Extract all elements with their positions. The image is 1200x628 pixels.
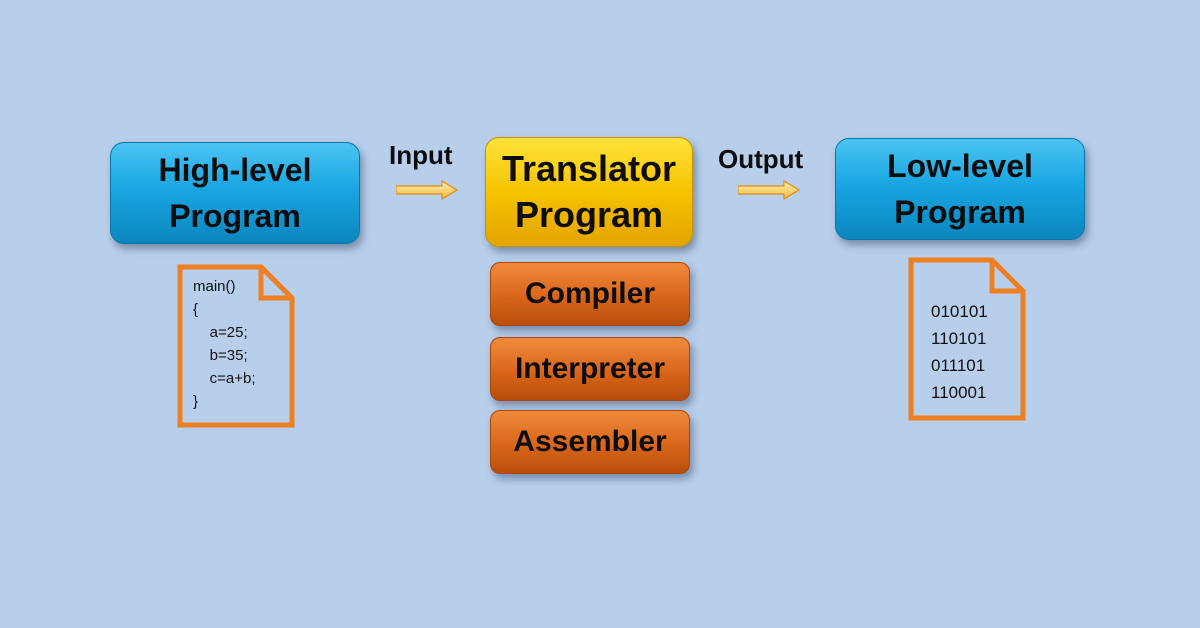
- binary-code-line: 010101: [931, 302, 988, 321]
- source-code-block: main() { a=25; b=35; c=a+b; }: [193, 275, 256, 413]
- source-code-line: c=a+b;: [193, 370, 256, 387]
- source-document-icon: [177, 264, 295, 428]
- assembler-box: Assembler: [490, 410, 690, 474]
- source-code-line: a=25;: [193, 324, 248, 341]
- output-arrow-icon: [738, 180, 800, 200]
- source-code-line: main(): [193, 278, 236, 295]
- compiler-box: Compiler: [490, 262, 690, 326]
- binary-document-icon: [908, 257, 1026, 421]
- low-level-program-box: Low-level Program: [835, 138, 1085, 240]
- translator-program-line2: Program: [514, 194, 664, 235]
- input-arrow-icon: [396, 180, 458, 200]
- input-label: Input: [389, 140, 453, 170]
- binary-code-line: 110001: [931, 383, 987, 402]
- source-code-line: b=35;: [193, 347, 248, 364]
- high-level-program-line2: Program: [169, 198, 301, 234]
- low-level-program-line2: Program: [894, 194, 1026, 230]
- translator-program-box: Translator Program: [485, 137, 693, 247]
- binary-code-line: 011101: [931, 356, 986, 375]
- binary-code-line: 110101: [931, 329, 987, 348]
- source-code-line: }: [193, 393, 199, 410]
- translator-program-line1: Translator: [501, 148, 677, 189]
- high-level-program-box: High-level Program: [110, 142, 360, 244]
- binary-code-block: 010101 110101 011101 110001: [931, 298, 988, 406]
- interpreter-box: Interpreter: [490, 337, 690, 401]
- low-level-program-line1: Low-level: [887, 148, 1033, 184]
- source-code-line: {: [193, 301, 199, 318]
- output-label: Output: [718, 144, 804, 174]
- high-level-program-line1: High-level: [158, 152, 312, 188]
